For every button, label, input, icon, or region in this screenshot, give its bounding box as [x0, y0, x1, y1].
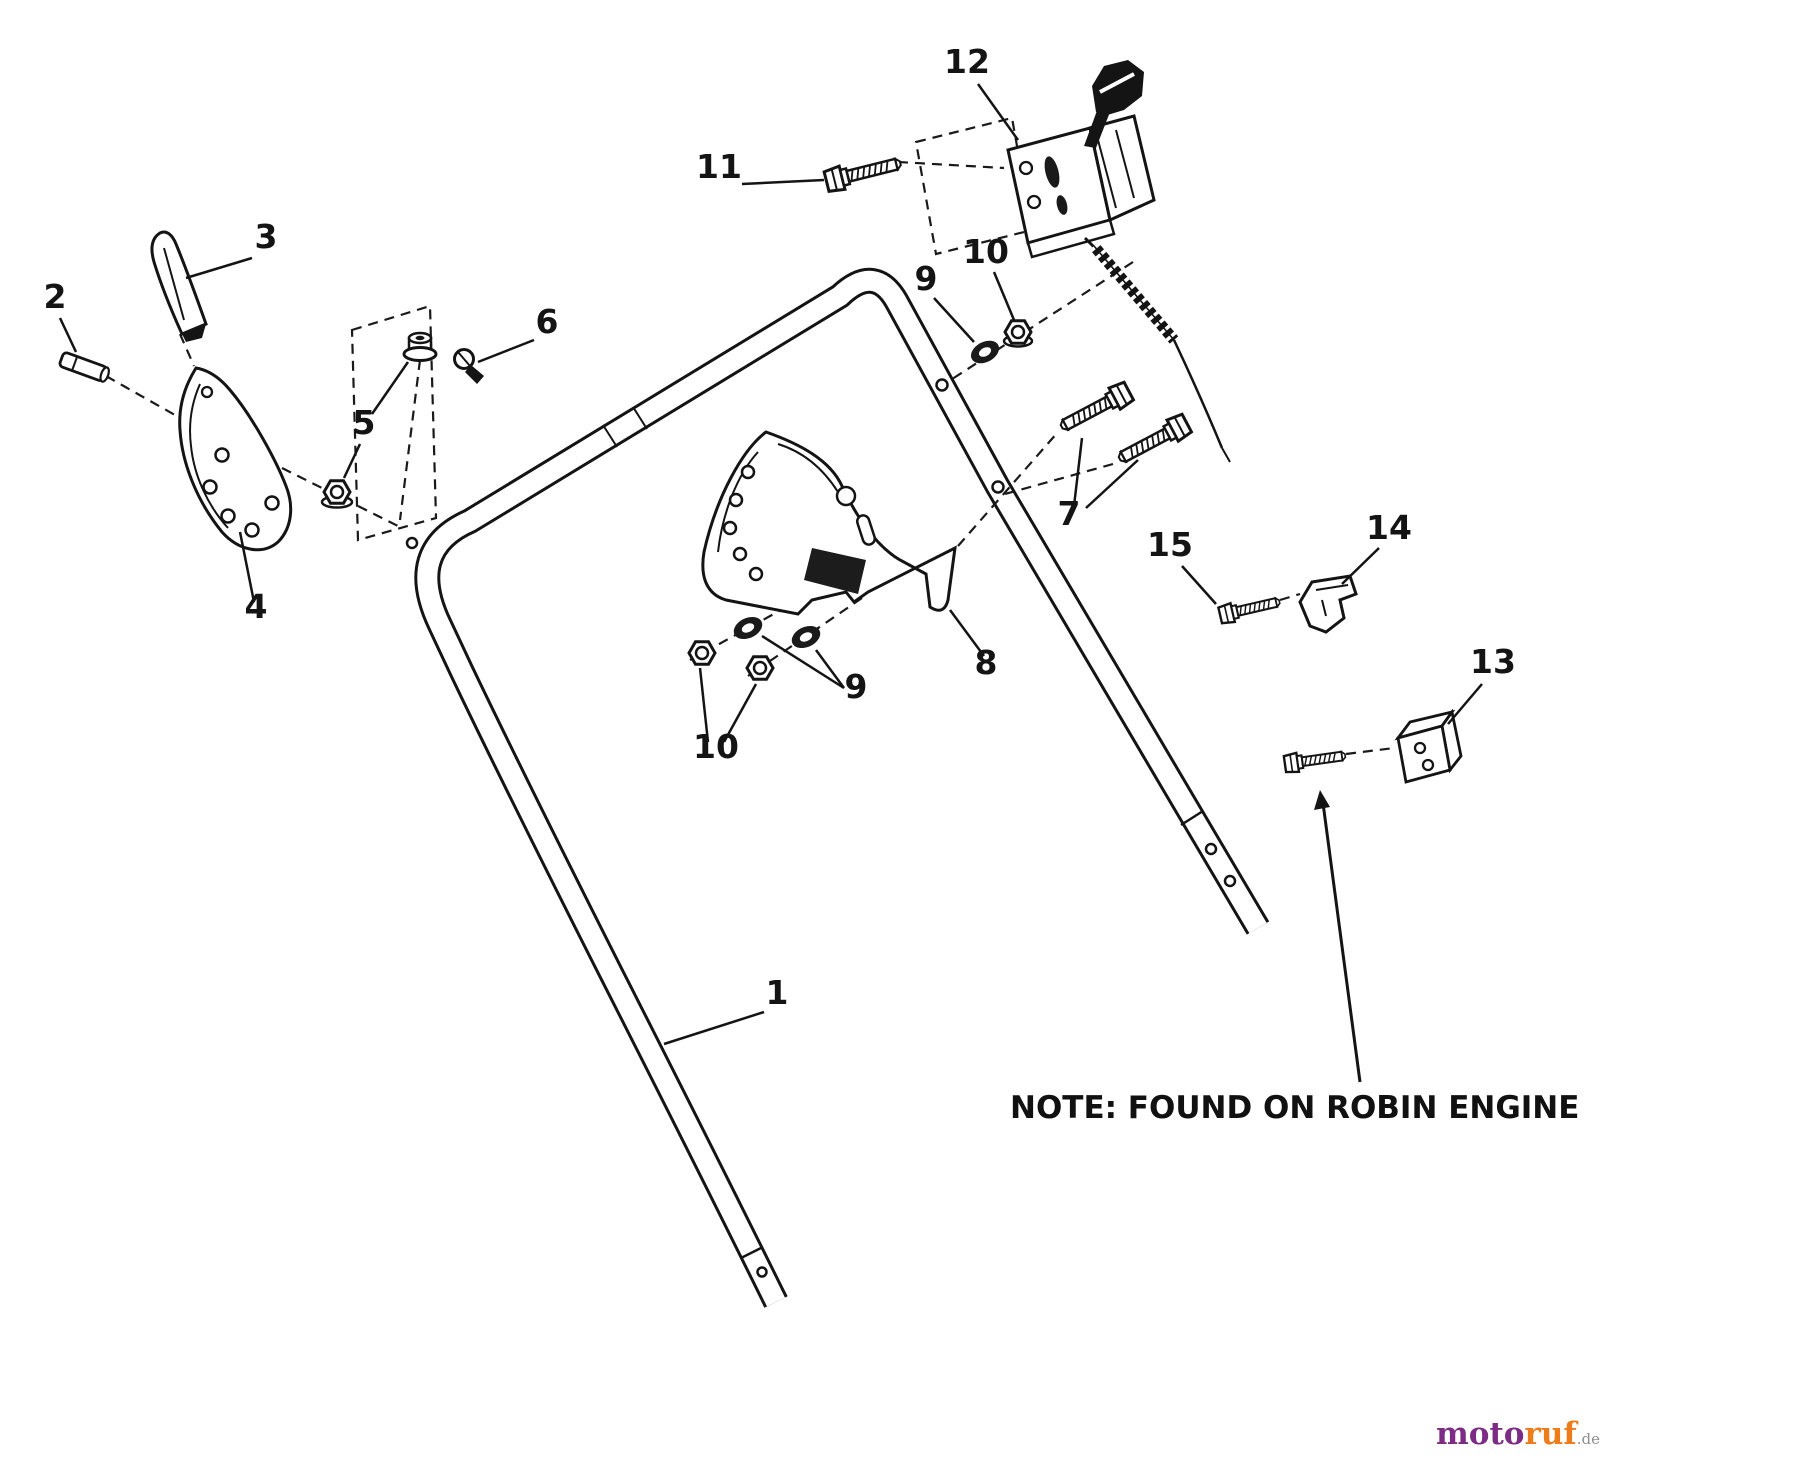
callout-10-upper: 10 — [963, 232, 1009, 271]
callout-8: 8 — [975, 643, 998, 682]
callout-11: 11 — [696, 147, 742, 186]
callout-2: 2 — [44, 277, 67, 316]
callout-14: 14 — [1366, 508, 1412, 547]
callout-4: 4 — [245, 587, 268, 626]
watermark-right: ruf — [1524, 1416, 1578, 1452]
watermark-logo: motoruf.de — [1436, 1416, 1600, 1452]
note-text: NOTE: FOUND ON ROBIN ENGINE — [1010, 1090, 1579, 1126]
part-2-pin — [58, 351, 110, 383]
part-11-bolt — [822, 150, 905, 195]
callout-1: 1 — [766, 973, 789, 1012]
handlebar-tube — [414, 267, 1270, 1308]
part-7-screws — [1054, 378, 1194, 471]
watermark-left: moto — [1436, 1416, 1524, 1452]
part-10-nuts — [687, 319, 1034, 681]
part-8-mounting-bracket — [701, 430, 957, 616]
callout-10-lower: 10 — [693, 727, 739, 766]
part-13-terminal-block — [1282, 708, 1463, 784]
callout-15: 15 — [1147, 525, 1193, 564]
part-4-bracket-plate — [178, 366, 293, 552]
part-6-screw — [453, 348, 484, 384]
part-3-stop-lever — [150, 230, 208, 342]
leader-lines — [58, 83, 1483, 1046]
callout-6: 6 — [536, 302, 559, 341]
robin-note-arrow — [1314, 790, 1362, 1083]
part-15-screw — [1216, 591, 1283, 626]
part-12-throttle-control — [1006, 60, 1231, 463]
callout-5: 5 — [353, 403, 376, 442]
tube-holes — [405, 378, 1237, 1278]
part-5-nuts — [320, 331, 438, 509]
construction-lines — [105, 116, 1395, 756]
watermark-suffix: .de — [1577, 1430, 1600, 1448]
part-14-cable-clamp — [1298, 574, 1358, 634]
callout-12: 12 — [944, 42, 990, 81]
callout-7: 7 — [1058, 494, 1081, 533]
callout-13: 13 — [1470, 642, 1516, 681]
callout-9-lower: 9 — [845, 667, 868, 706]
callout-3: 3 — [255, 217, 278, 256]
callout-9-upper: 9 — [915, 259, 938, 298]
throttle-cable — [1083, 236, 1231, 463]
